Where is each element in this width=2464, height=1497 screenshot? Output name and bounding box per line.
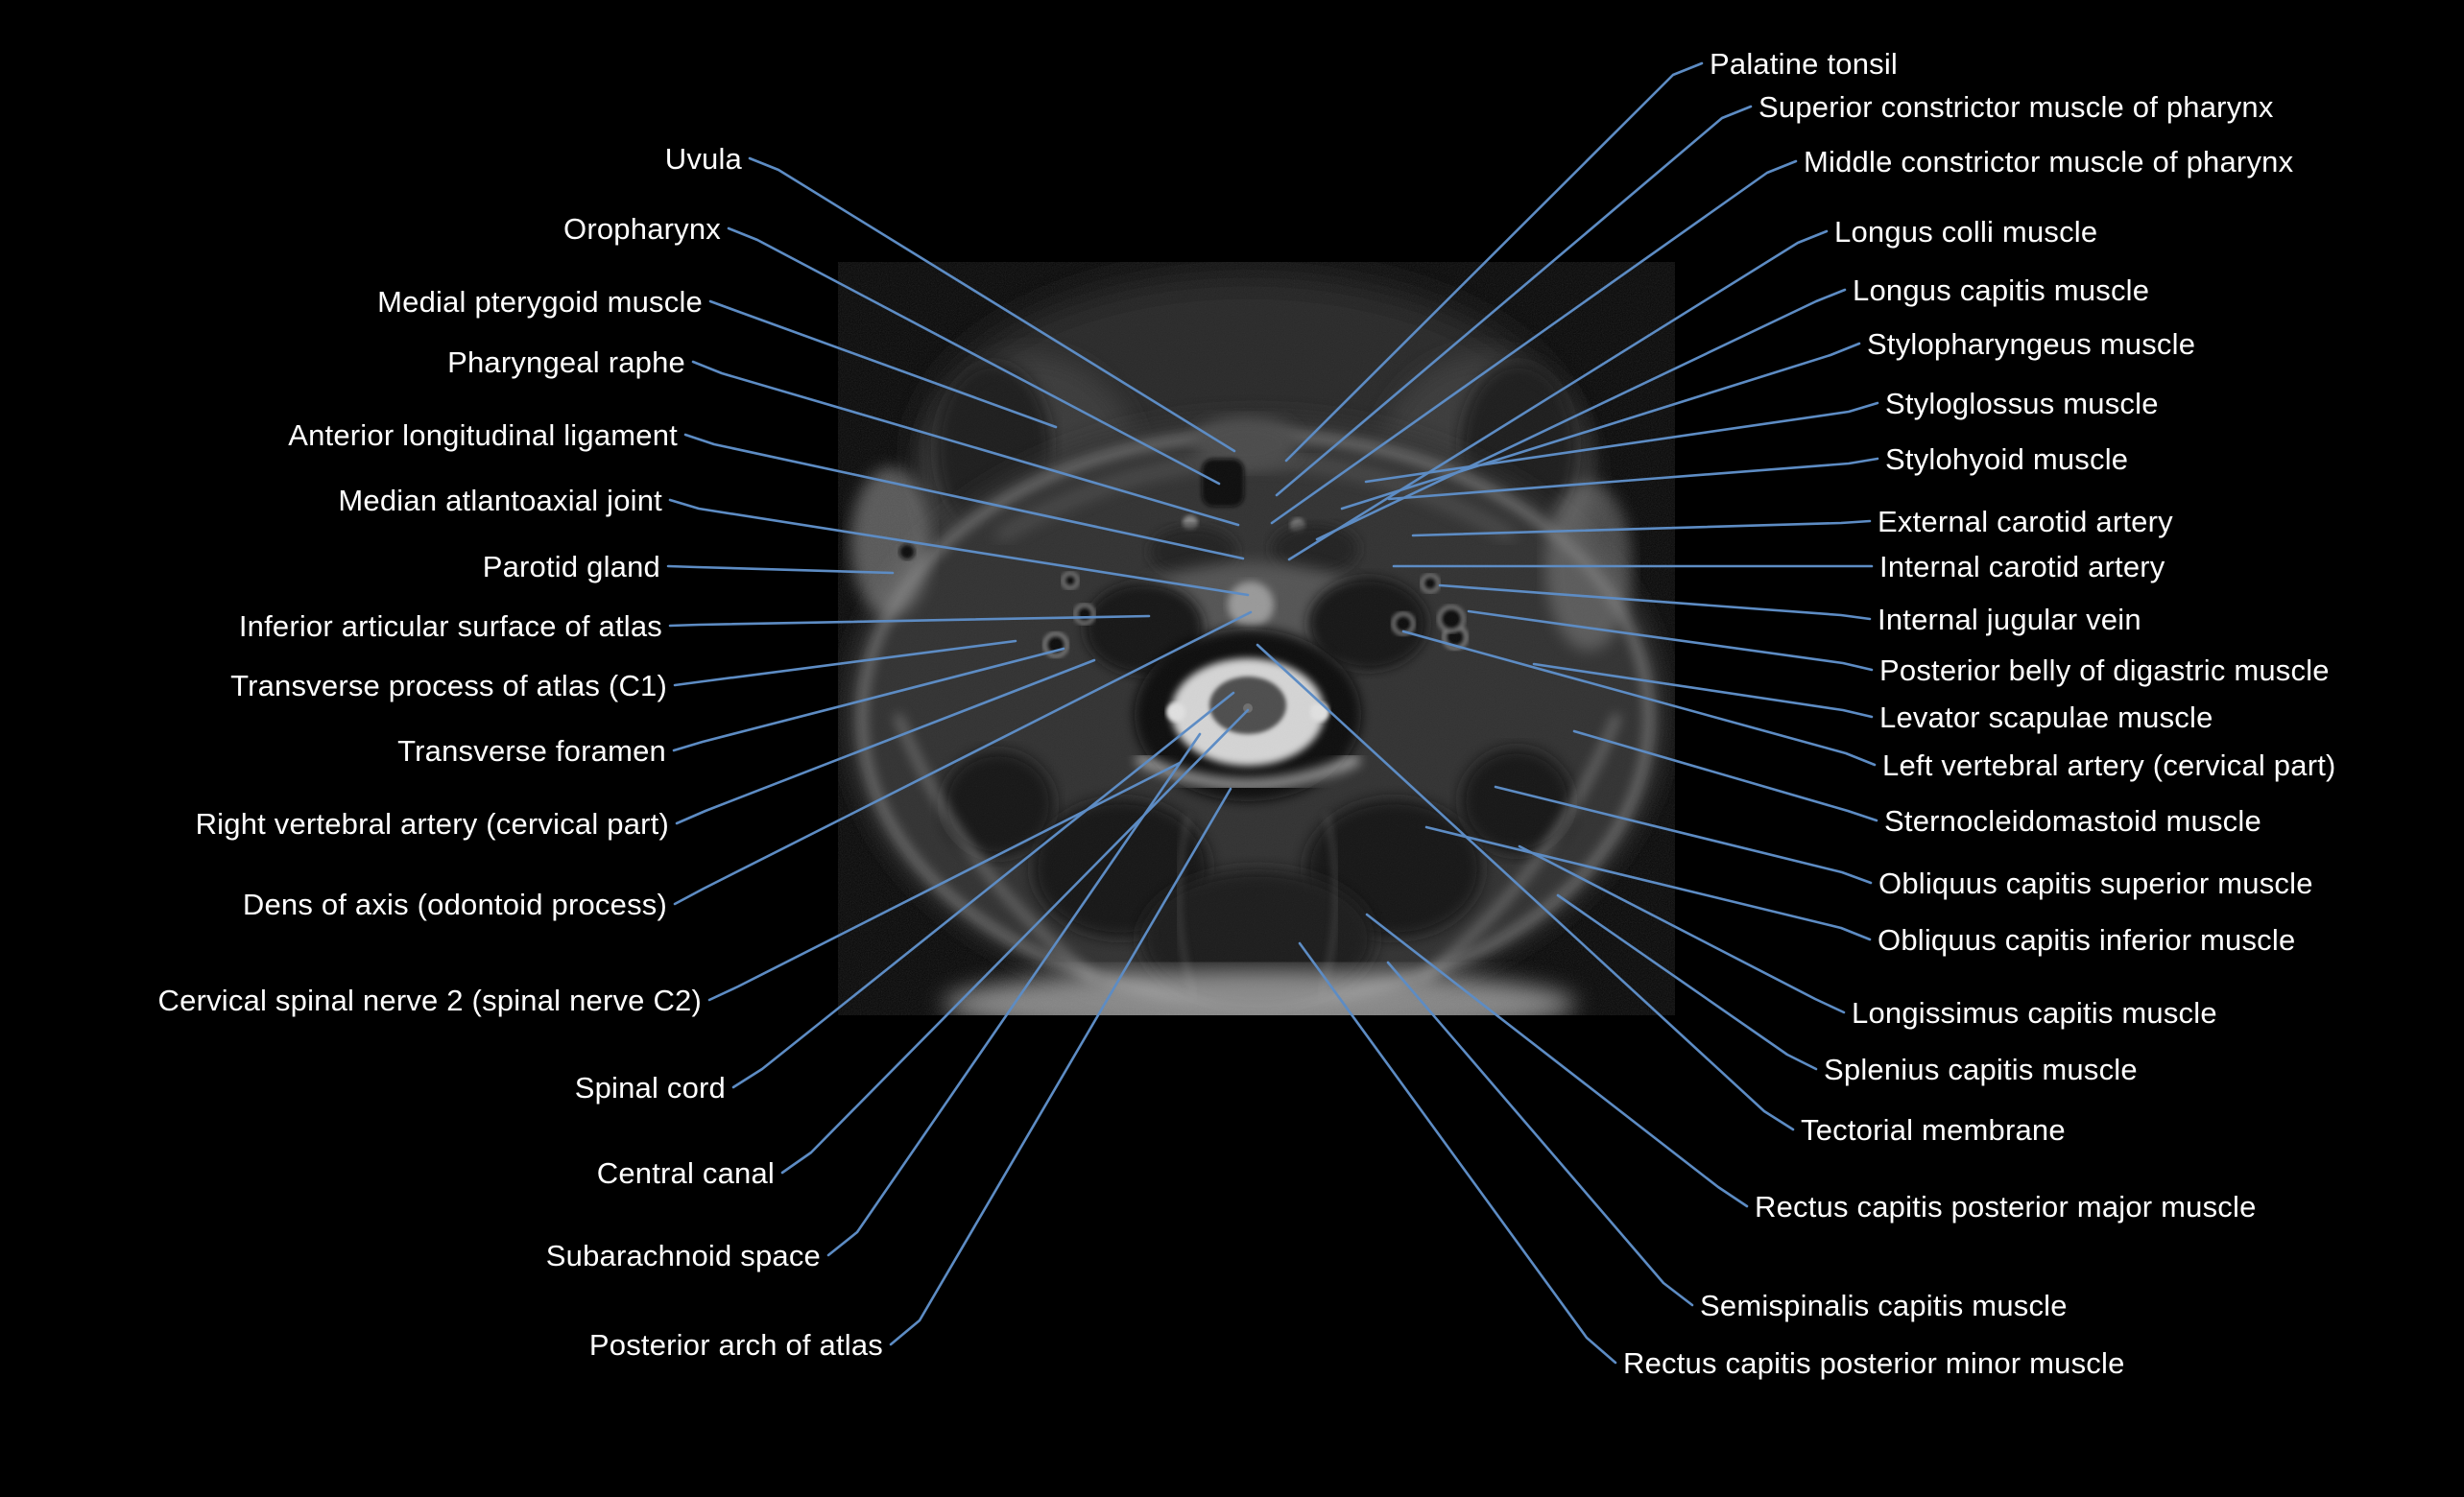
- label-left-vertebral-artery: Left vertebral artery (cervical part): [1882, 748, 2336, 782]
- label-medial-pterygoid-muscle: Medial pterygoid muscle: [377, 285, 703, 319]
- label-longissimus-capitis-muscle: Longissimus capitis muscle: [1852, 996, 2217, 1030]
- label-stylopharyngeus-muscle: Stylopharyngeus muscle: [1867, 327, 2195, 361]
- label-central-canal: Central canal: [597, 1156, 775, 1190]
- leader-line-right-vertebral-artery: [675, 658, 1096, 825]
- leader-line-internal-jugular-vein: [1438, 583, 1872, 621]
- labels-left: Uvula Oropharynx Medial pterygoid muscle…: [158, 142, 883, 1362]
- leader-line-oropharynx: [727, 226, 1221, 486]
- leader-line-cervical-spinal-nerve-2: [707, 761, 1182, 1002]
- label-internal-jugular-vein: Internal jugular vein: [1878, 603, 2141, 636]
- leader-line-subarachnoid-space: [826, 732, 1202, 1257]
- label-superior-constrictor-pharynx: Superior constrictor muscle of pharynx: [1758, 90, 2274, 124]
- leader-line-obliquus-capitis-superior-muscle: [1494, 785, 1873, 885]
- leader-line-styloglossus-muscle: [1364, 401, 1879, 484]
- labels-right: Palatine tonsil Superior constrictor mus…: [1623, 47, 2336, 1380]
- label-posterior-arch-of-atlas: Posterior arch of atlas: [589, 1328, 883, 1362]
- leader-line-posterior-belly-digastric-muscle: [1467, 609, 1874, 672]
- label-parotid-gland: Parotid gland: [483, 550, 660, 583]
- leader-line-pharyngeal-raphe: [691, 360, 1240, 527]
- label-levator-scapulae-muscle: Levator scapulae muscle: [1879, 701, 2213, 734]
- leader-line-obliquus-capitis-inferior-muscle: [1424, 825, 1872, 941]
- leader-line-anterior-longitudinal-ligament: [683, 433, 1245, 560]
- leader-line-longus-capitis-muscle: [1315, 288, 1847, 541]
- leader-line-rectus-capitis-posterior-major-muscle: [1365, 913, 1749, 1208]
- label-sternocleidomastoid-muscle: Sternocleidomastoid muscle: [1884, 804, 2261, 838]
- leader-line-transverse-foramen: [672, 647, 1065, 752]
- leader-line-stylohyoid-muscle: [1387, 457, 1879, 501]
- leader-line-superior-constrictor-pharynx: [1275, 105, 1753, 497]
- label-palatine-tonsil: Palatine tonsil: [1710, 47, 1898, 81]
- mri-axial-image: [838, 262, 1675, 1015]
- label-styloglossus-muscle: Styloglossus muscle: [1885, 387, 2159, 420]
- leader-line-palatine-tonsil: [1284, 61, 1704, 463]
- label-anterior-longitudinal-ligament: Anterior longitudinal ligament: [288, 418, 678, 452]
- label-subarachnoid-space: Subarachnoid space: [546, 1239, 821, 1272]
- label-cervical-spinal-nerve-2: Cervical spinal nerve 2 (spinal nerve C2…: [158, 984, 702, 1017]
- label-middle-constrictor-pharynx: Middle constrictor muscle of pharynx: [1804, 145, 2294, 178]
- label-uvula: Uvula: [665, 142, 743, 176]
- leader-line-stylopharyngeus-muscle: [1340, 342, 1861, 511]
- leader-line-rectus-capitis-posterior-minor-muscle: [1298, 941, 1617, 1365]
- label-median-atlantoaxial-joint: Median atlantoaxial joint: [338, 484, 662, 517]
- label-obliquus-capitis-inferior-muscle: Obliquus capitis inferior muscle: [1878, 923, 2295, 957]
- leader-line-external-carotid-artery: [1411, 519, 1872, 537]
- leader-line-longissimus-capitis-muscle: [1518, 844, 1846, 1014]
- label-transverse-foramen: Transverse foramen: [397, 734, 666, 768]
- label-external-carotid-artery: External carotid artery: [1878, 505, 2173, 538]
- leader-line-central-canal: [780, 708, 1250, 1175]
- label-longus-colli-muscle: Longus colli muscle: [1834, 215, 2097, 249]
- label-tectorial-membrane: Tectorial membrane: [1801, 1113, 2066, 1147]
- label-transverse-process-of-atlas-c1: Transverse process of atlas (C1): [230, 669, 667, 702]
- leader-line-tectorial-membrane: [1256, 643, 1795, 1131]
- leader-line-median-atlantoaxial-joint: [668, 498, 1250, 597]
- label-pharyngeal-raphe: Pharyngeal raphe: [447, 345, 685, 379]
- leader-line-middle-constrictor-pharynx: [1270, 159, 1798, 525]
- label-oropharynx: Oropharynx: [563, 212, 721, 246]
- label-rectus-capitis-posterior-minor-muscle: Rectus capitis posterior minor muscle: [1623, 1346, 2125, 1380]
- label-longus-capitis-muscle: Longus capitis muscle: [1853, 273, 2149, 307]
- leader-line-levator-scapulae-muscle: [1532, 662, 1874, 719]
- leader-line-longus-colli-muscle: [1287, 229, 1829, 561]
- leader-line-posterior-arch-of-atlas: [889, 787, 1232, 1346]
- leader-line-parotid-gland: [666, 564, 895, 575]
- label-right-vertebral-artery: Right vertebral artery (cervical part): [196, 807, 669, 841]
- leader-line-transverse-process-of-atlas-c1: [673, 639, 1017, 687]
- label-dens-of-axis: Dens of axis (odontoid process): [243, 888, 667, 921]
- leader-line-semispinalis-capitis-muscle: [1386, 961, 1694, 1307]
- label-rectus-capitis-posterior-major-muscle: Rectus capitis posterior major muscle: [1755, 1190, 2257, 1224]
- leader-lines: [666, 61, 1879, 1365]
- leader-line-left-vertebral-artery: [1401, 630, 1877, 767]
- label-semispinalis-capitis-muscle: Semispinalis capitis muscle: [1700, 1289, 2068, 1322]
- leader-line-dens-of-axis: [673, 610, 1253, 906]
- label-spinal-cord: Spinal cord: [575, 1071, 726, 1105]
- label-splenius-capitis-muscle: Splenius capitis muscle: [1824, 1053, 2138, 1086]
- label-stylohyoid-muscle: Stylohyoid muscle: [1885, 442, 2128, 476]
- leader-line-spinal-cord: [731, 691, 1235, 1089]
- leader-line-sternocleidomastoid-muscle: [1572, 729, 1878, 822]
- leader-line-medial-pterygoid-muscle: [708, 299, 1058, 429]
- leader-line-uvula: [748, 156, 1236, 453]
- leader-line-inferior-articular-surface-of-atlas: [668, 614, 1151, 628]
- label-obliquus-capitis-superior-muscle: Obliquus capitis superior muscle: [1878, 867, 2313, 900]
- label-internal-carotid-artery: Internal carotid artery: [1879, 550, 2165, 583]
- label-posterior-belly-digastric-muscle: Posterior belly of digastric muscle: [1879, 653, 2330, 687]
- leader-line-splenius-capitis-muscle: [1556, 893, 1818, 1071]
- label-inferior-articular-surface-of-atlas: Inferior articular surface of atlas: [239, 609, 662, 643]
